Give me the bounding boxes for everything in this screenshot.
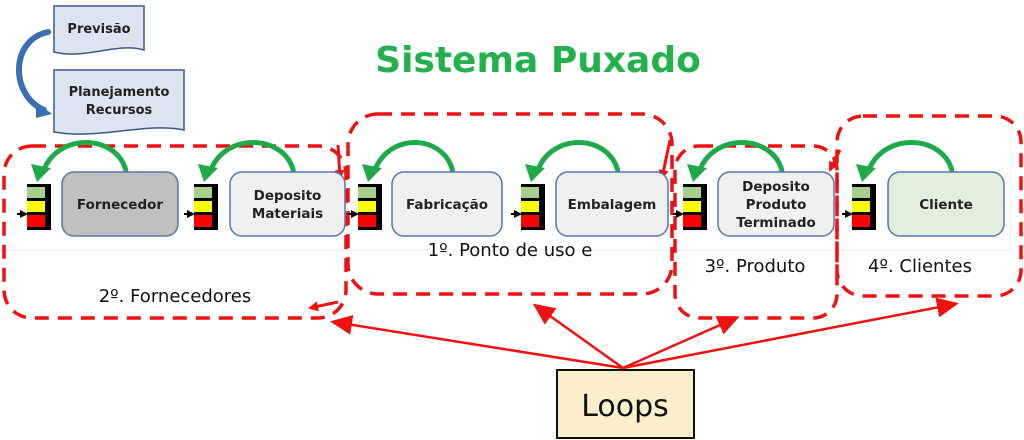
loops-box-label: Loops xyxy=(581,389,669,424)
loops-box: Loops xyxy=(556,369,695,439)
process-box xyxy=(61,171,179,237)
kanban-signal-icon xyxy=(27,184,51,230)
pull-feedback-arrow xyxy=(207,140,296,175)
process-embalagem: Embalagem xyxy=(511,140,669,237)
pull-feedback-arrow xyxy=(696,140,785,175)
process-box xyxy=(555,171,669,237)
loop-pointer-arrow xyxy=(330,314,624,370)
loop-boxes xyxy=(2,112,1023,320)
pull-feedback-arrow xyxy=(534,140,621,175)
loop-direction-arrow xyxy=(334,144,345,180)
process-label: Materiais xyxy=(252,206,323,222)
loop-label-clientes: 4º. Clientes xyxy=(868,256,972,277)
loop-pointer-arrow xyxy=(532,303,624,370)
process-label: Embalagem xyxy=(568,197,657,213)
diagram-title: Sistema Puxado xyxy=(375,40,701,81)
kanban-signal-icon xyxy=(194,184,218,230)
loop-pointer-arrow xyxy=(622,297,959,370)
pull-feedback-arrow-head-icon xyxy=(362,164,382,182)
pull-feedback-arrow-head-icon xyxy=(525,164,545,182)
loop-label-fornecedores: 2º. Fornecedores xyxy=(99,286,252,307)
process-box xyxy=(717,171,835,237)
process-label: Produto xyxy=(746,197,807,213)
pull-feedback-arrow-head-icon xyxy=(856,164,876,182)
pull-feedback-arrow-head-icon xyxy=(687,164,707,182)
process-label: Cliente xyxy=(919,197,973,213)
document-shape xyxy=(53,5,145,55)
pull-feedback-arrow xyxy=(40,140,129,175)
process-box xyxy=(887,171,1005,237)
loop-label-produto: 3º. Produto xyxy=(705,256,806,277)
process-label: Fornecedor xyxy=(77,197,163,213)
document-label: Previsão xyxy=(67,22,130,37)
loop-boundary-clientes xyxy=(835,114,1023,298)
pull-feedback-arrow xyxy=(371,140,455,175)
process-label: Deposito xyxy=(254,188,322,204)
kanban-signal-icon xyxy=(358,184,382,230)
kanban-signal-icon xyxy=(683,184,707,230)
pull-feedback-arrow-head-icon xyxy=(198,164,218,182)
pull-feedback-arrow xyxy=(865,140,955,175)
process-box xyxy=(229,171,346,237)
document-label: Planejamento xyxy=(69,85,170,100)
kanban-signal-icon xyxy=(521,184,545,230)
kanban-signal-icon xyxy=(852,184,876,230)
loop-boundary-ponto-de-uso xyxy=(346,112,674,296)
loop-pointer-arrow xyxy=(622,316,740,370)
process-fabricacao: Fabricação xyxy=(348,140,503,237)
loop-labels: 2º. Fornecedores 1º. Ponto de uso e 3º. Pr… xyxy=(99,240,972,307)
loop-boundary-fornecedores xyxy=(2,144,348,320)
process-box xyxy=(391,171,503,237)
loop-direction-arrow xyxy=(308,300,339,312)
process-label: Deposito xyxy=(742,179,810,195)
loop-label-ponto-de-uso: 1º. Ponto de uso e xyxy=(428,240,593,261)
loops-pointer-arrows xyxy=(330,297,959,370)
loop-direction-arrow xyxy=(658,139,672,180)
planning-flow-arrow xyxy=(16,29,51,113)
planning-arrow-head-icon xyxy=(36,102,52,118)
process-label: Fabricação xyxy=(406,197,488,213)
pull-feedback-arrow-head-icon xyxy=(31,164,51,182)
loops-box-rect xyxy=(556,369,695,439)
process-cliente: Cliente xyxy=(842,140,1005,237)
document-label: Recursos xyxy=(86,103,153,118)
loop-direction-arrow xyxy=(828,149,842,172)
document-shape xyxy=(53,69,185,135)
document-previsao: Previsão xyxy=(53,5,145,55)
process-label: Terminado xyxy=(736,215,816,231)
process-fornecedor: Fornecedor xyxy=(17,140,179,237)
